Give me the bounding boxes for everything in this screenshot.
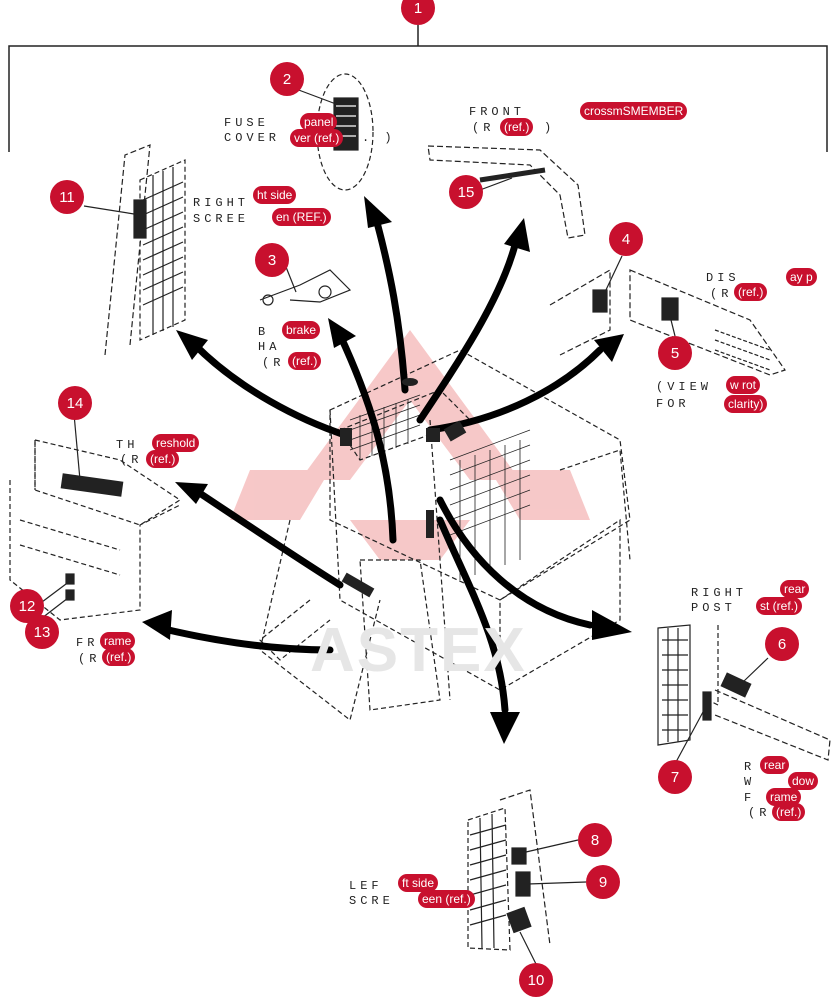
overlay-display-a: ay p	[786, 268, 817, 286]
callout-15[interactable]: 15	[449, 175, 483, 209]
label-rwin-3: F	[744, 791, 756, 805]
label-front-3: )	[544, 121, 556, 135]
overlay-lscreen-b: een (ref.)	[418, 890, 475, 908]
label-rside-1: RIGHT	[193, 196, 250, 210]
arrow-heads	[142, 196, 632, 744]
label-view-2: FOR	[656, 397, 690, 411]
machine-markers	[340, 378, 467, 598]
overlay-front-cross: crossmSMEMBER	[580, 102, 688, 120]
left-side-screen-drawing	[467, 789, 551, 951]
label-rpost-2: POST	[691, 601, 736, 615]
group-bracket	[8, 25, 828, 152]
label-lscreen-1: LEF	[349, 879, 383, 893]
overlay-rwin-a: rear	[760, 756, 790, 774]
overlay-rwin-c: rame	[766, 788, 802, 806]
watermark-text: ASTEX	[310, 616, 527, 685]
label-rwin-4: (R	[748, 806, 771, 820]
label-rwin-2: W	[744, 775, 756, 789]
callout-5[interactable]: 5	[658, 336, 692, 370]
callout-1[interactable]: 1	[401, 0, 435, 25]
label-fuse-3: . )	[362, 131, 396, 145]
overlay-rpost-a: rear	[780, 580, 810, 598]
overlay-brake-a: brake	[282, 321, 321, 339]
label-thresh-2: (R	[120, 453, 143, 467]
machine-body	[259, 349, 631, 722]
label-fuse-2: COVER	[224, 131, 281, 145]
watermark-emblem	[230, 330, 590, 560]
overlay-frame-a: rame	[100, 632, 136, 650]
callout-11[interactable]: 11	[50, 180, 84, 214]
overlay-lscreen-a: ft side	[398, 874, 439, 892]
callout-7[interactable]: 7	[658, 760, 692, 794]
overlay-brake-ref: (ref.)	[288, 352, 322, 370]
label-brake-3: (R	[262, 356, 285, 370]
label-fuse-1: FUSE	[224, 116, 269, 130]
cab-grid	[349, 394, 531, 580]
label-frame-1: FR	[76, 636, 99, 650]
callout-9[interactable]: 9	[586, 865, 620, 899]
threshold-frame-drawing	[9, 439, 182, 621]
callout-8[interactable]: 8	[578, 823, 612, 857]
leader-lines	[41, 85, 769, 965]
label-brake-2: HA	[258, 340, 281, 354]
overlay-thresh-a: reshold	[152, 434, 200, 452]
brake-handle-drawing	[259, 269, 352, 306]
rear-post-drawing	[657, 624, 831, 761]
overlay-rpost-b: st (ref.)	[756, 597, 802, 615]
front-crossmember-drawing	[427, 145, 586, 239]
callout-14[interactable]: 14	[58, 386, 92, 420]
callout-3[interactable]: 3	[255, 243, 289, 277]
label-lscreen-2: SCRE	[349, 894, 394, 908]
label-front-1: FRONT	[469, 105, 526, 119]
overlay-fuse-panel: panel	[300, 113, 338, 131]
label-display-1: DIS	[706, 271, 740, 285]
label-rwin-1: R	[744, 760, 756, 774]
callout-2[interactable]: 2	[270, 62, 304, 96]
label-display-2: (R	[710, 287, 733, 301]
overlay-rwin-d: (ref.)	[772, 803, 806, 821]
callout-4[interactable]: 4	[609, 222, 643, 256]
label-view-1: (VIEW	[656, 380, 713, 394]
overlay-view-b: clarity)	[724, 395, 768, 413]
label-front-2: (R	[472, 121, 495, 135]
label-rside-2: SCREE	[193, 212, 250, 226]
overlay-fuse-cover: ver (ref.)	[290, 129, 344, 147]
overlay-rside-b: en (REF.)	[272, 208, 331, 226]
callout-10[interactable]: 10	[519, 963, 553, 997]
callout-13[interactable]: 13	[25, 615, 59, 649]
overlay-view-a: w rot	[726, 376, 761, 394]
right-side-screen-drawing	[104, 144, 186, 356]
label-brake-1: B	[258, 325, 270, 339]
callout-6[interactable]: 6	[765, 627, 799, 661]
overlay-frame-ref: (ref.)	[102, 648, 136, 666]
display-panel-drawing	[549, 268, 786, 376]
overlay-thresh-ref: (ref.)	[146, 450, 180, 468]
label-frame-2: (R	[78, 652, 101, 666]
label-thresh-1: TH	[116, 438, 139, 452]
overlay-rside-a: ht side	[253, 186, 297, 204]
label-rpost-1: RIGHT	[691, 586, 748, 600]
overlay-front-ref: (ref.)	[500, 118, 534, 136]
overlay-display-ref: (ref.)	[734, 283, 768, 301]
overlay-rwin-b: dow	[788, 772, 819, 790]
